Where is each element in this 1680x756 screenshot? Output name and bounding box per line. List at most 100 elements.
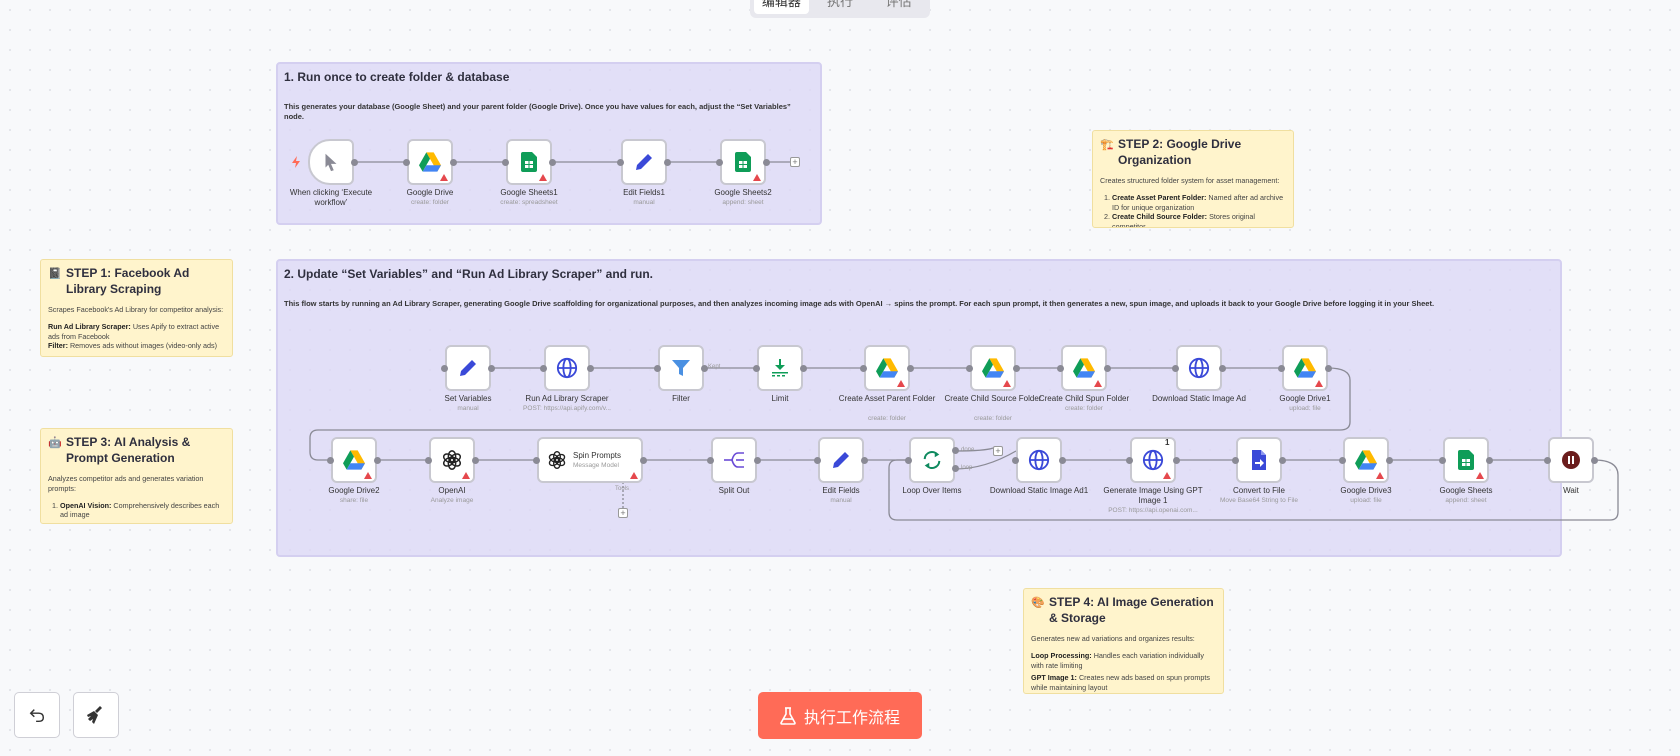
node-label: Create Child Source Folder <box>944 394 1042 403</box>
input-port[interactable] <box>905 456 912 464</box>
node-edit-fields1[interactable] <box>621 139 667 185</box>
input-port[interactable] <box>1544 456 1551 464</box>
node-run-ad-library-scraper[interactable] <box>544 345 590 391</box>
output-port[interactable] <box>1059 456 1066 464</box>
input-port[interactable] <box>327 456 334 464</box>
output-port[interactable] <box>701 364 708 372</box>
input-port[interactable] <box>502 158 509 166</box>
node-label: Limit <box>771 394 789 403</box>
input-port[interactable] <box>860 364 867 372</box>
output-port[interactable] <box>587 364 594 372</box>
undo-button[interactable] <box>14 692 60 738</box>
node-loop-over-items[interactable] <box>909 437 955 483</box>
sticky-step4[interactable]: 🎨STEP 4: AI Image Generation & Storage G… <box>1023 588 1224 694</box>
output-port[interactable] <box>488 364 495 372</box>
input-port[interactable] <box>425 456 432 464</box>
tab-executions[interactable]: 执行 <box>827 0 854 9</box>
node-manual-trigger[interactable] <box>308 139 354 185</box>
node-label: Create Child Spun Folder <box>1038 394 1130 403</box>
input-port[interactable] <box>1278 364 1285 372</box>
clear-execution-button[interactable] <box>73 692 119 738</box>
output-port[interactable] <box>1591 456 1598 464</box>
node-download-static-image-ad1[interactable] <box>1016 437 1062 483</box>
input-port[interactable] <box>617 158 624 166</box>
node-google-drive2[interactable] <box>331 437 377 483</box>
output-port[interactable] <box>1013 364 1020 372</box>
sticky-item-label: Run Ad Library Scraper: <box>48 321 131 331</box>
node-google-drive3[interactable] <box>1343 437 1389 483</box>
node-set-variables[interactable] <box>445 345 491 391</box>
sticky-step1[interactable]: 📓STEP 1: Facebook Ad Library Scraping Sc… <box>40 259 233 357</box>
output-port[interactable] <box>952 464 959 472</box>
node-spin-prompts[interactable]: Spin Prompts Message Model <box>537 437 643 483</box>
node-google-sheets[interactable] <box>1443 437 1489 483</box>
output-port[interactable] <box>861 456 868 464</box>
input-port[interactable] <box>966 364 973 372</box>
output-port[interactable] <box>640 456 647 464</box>
input-port[interactable] <box>707 456 714 464</box>
node-filter[interactable] <box>658 345 704 391</box>
node-label: Set Variables <box>444 394 492 403</box>
google-drive-icon <box>876 358 898 378</box>
output-port[interactable] <box>472 456 479 464</box>
add-node-button[interactable]: + <box>993 446 1003 456</box>
node-label: Google Drive3 <box>1340 486 1392 495</box>
node-split-out[interactable] <box>711 437 757 483</box>
output-port[interactable] <box>351 158 358 166</box>
output-port[interactable] <box>800 364 807 372</box>
output-port[interactable] <box>952 446 959 454</box>
input-port[interactable] <box>814 456 821 464</box>
execute-workflow-button[interactable]: 执行工作流程 <box>758 692 922 739</box>
input-port[interactable] <box>540 364 547 372</box>
add-node-button[interactable]: + <box>790 157 800 167</box>
input-port[interactable] <box>1439 456 1446 464</box>
sticky-step3[interactable]: 🤖STEP 3: AI Analysis & Prompt Generation… <box>40 428 233 524</box>
input-port[interactable] <box>1172 364 1179 372</box>
input-port[interactable] <box>654 364 661 372</box>
node-edit-fields[interactable] <box>818 437 864 483</box>
input-port[interactable] <box>403 158 410 166</box>
output-port[interactable] <box>1219 364 1226 372</box>
output-port[interactable] <box>1486 456 1493 464</box>
output-port[interactable] <box>664 158 671 166</box>
node-create-child-spun-folder[interactable] <box>1061 345 1107 391</box>
sticky-step2[interactable]: 🏗️STEP 2: Google Drive Organization Crea… <box>1092 130 1294 228</box>
output-port[interactable] <box>763 158 770 166</box>
node-label: Edit Fields <box>822 486 860 495</box>
node-subtitle: POST: https://api.openai.com... <box>1108 507 1198 514</box>
sticky-item-label: Filter: <box>48 341 68 351</box>
tab-evaluations[interactable]: 评估 <box>885 0 912 9</box>
output-port[interactable] <box>907 364 914 372</box>
input-port[interactable] <box>533 456 540 464</box>
node-subtitle: Message Model <box>573 462 619 469</box>
add-tool-button[interactable]: + <box>618 508 628 518</box>
sticky-intro: Scrapes Facebook's Ad Library for compet… <box>48 305 224 315</box>
node-label: Download Static Image Ad <box>1152 394 1246 403</box>
input-port[interactable] <box>1126 456 1133 464</box>
input-port[interactable] <box>1232 456 1239 464</box>
output-port[interactable] <box>374 456 381 464</box>
node-limit[interactable] <box>757 345 803 391</box>
node-subtitle: upload: file <box>1289 405 1321 412</box>
sticky-title: STEP 1: Facebook Ad Library Scraping <box>66 266 190 296</box>
node-download-static-image-ad[interactable] <box>1176 345 1222 391</box>
output-port[interactable] <box>450 158 457 166</box>
warning-icon <box>897 380 905 387</box>
input-port[interactable] <box>441 364 448 372</box>
output-port[interactable] <box>549 158 556 166</box>
node-label: Spin Prompts <box>573 451 622 460</box>
tab-editor[interactable]: 编辑器 <box>754 0 809 14</box>
input-port[interactable] <box>1339 456 1346 464</box>
output-port[interactable] <box>1386 456 1393 464</box>
input-port[interactable] <box>716 158 723 166</box>
node-convert-to-file[interactable] <box>1236 437 1282 483</box>
output-port[interactable] <box>1173 456 1180 464</box>
output-port[interactable] <box>754 456 761 464</box>
input-port[interactable] <box>1012 456 1019 464</box>
input-port[interactable] <box>753 364 760 372</box>
input-port[interactable] <box>1057 364 1064 372</box>
output-port[interactable] <box>1325 364 1332 372</box>
output-port[interactable] <box>1104 364 1111 372</box>
output-port[interactable] <box>1279 456 1286 464</box>
node-wait[interactable] <box>1548 437 1594 483</box>
